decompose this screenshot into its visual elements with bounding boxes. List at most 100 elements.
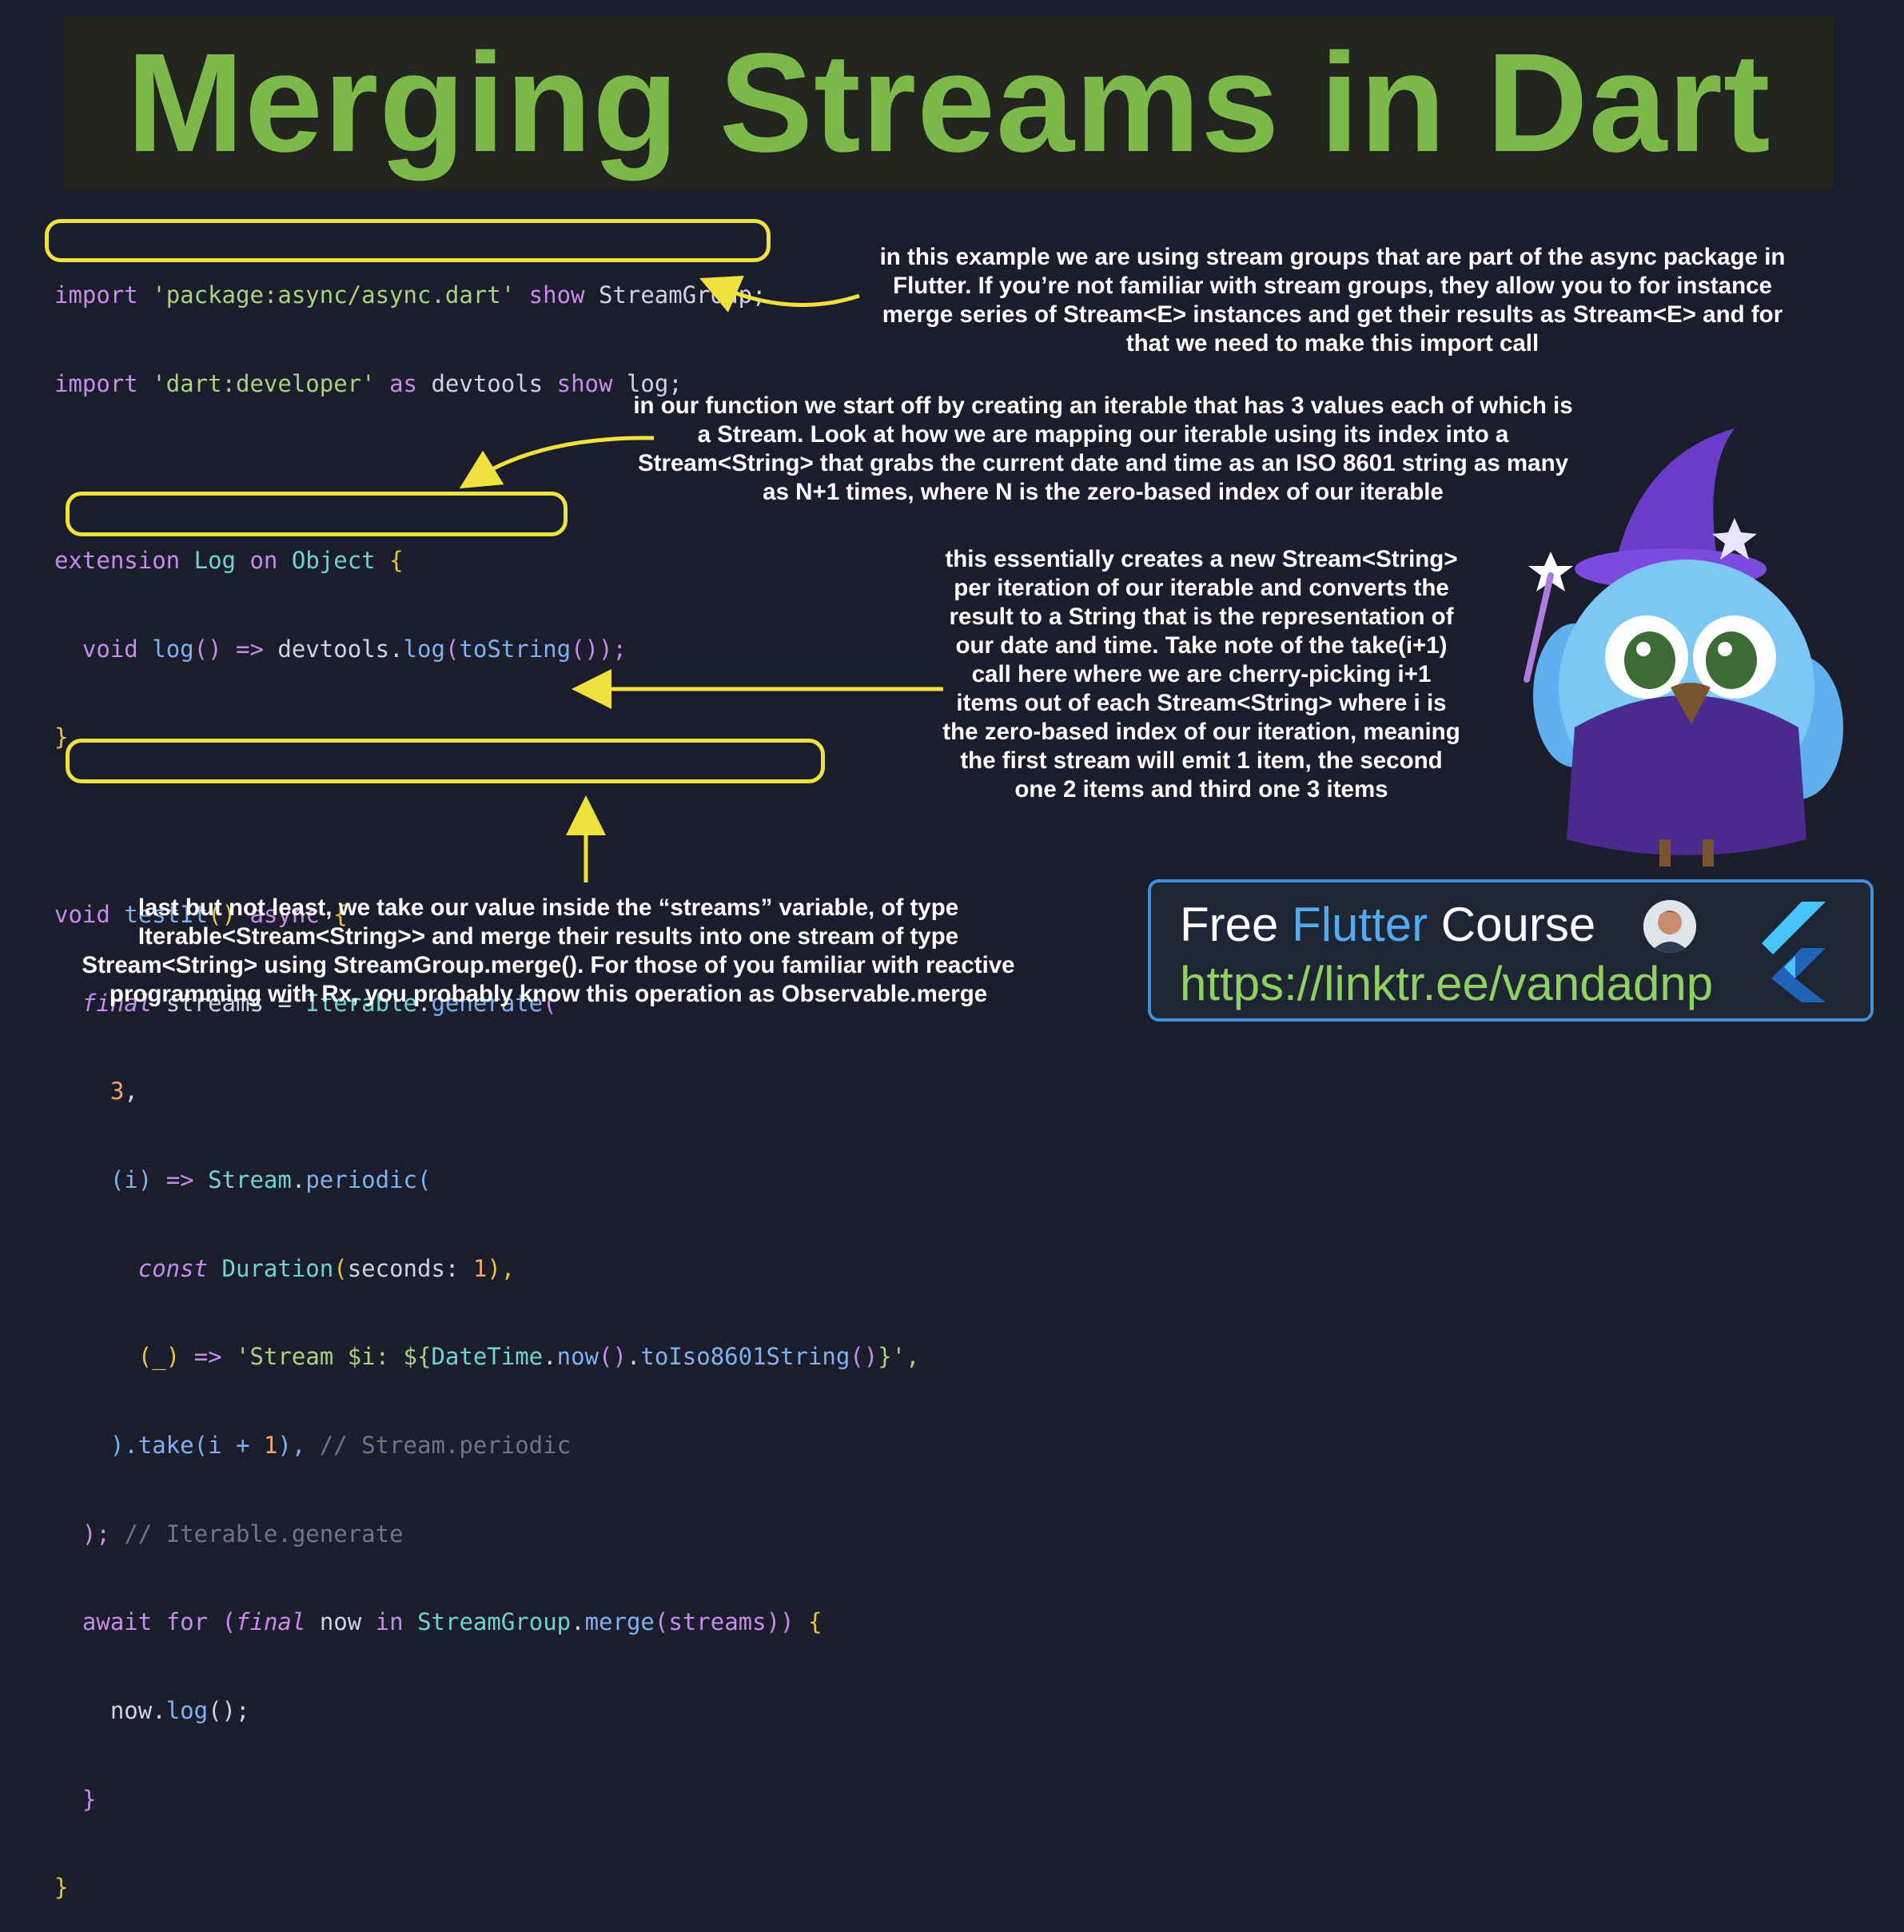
code-token: log — [403, 635, 445, 663]
code-line-18: } — [54, 1783, 920, 1817]
code-token: take — [137, 1431, 194, 1459]
code-token: import — [54, 281, 138, 309]
code-token: extension — [54, 547, 181, 575]
code-token: ()); — [571, 635, 627, 663]
course-flutter-text: Flutter — [1292, 898, 1428, 951]
code-token: . — [417, 989, 432, 1017]
code-token: devtools — [431, 369, 544, 397]
code-token: (); — [208, 1697, 250, 1724]
course-promo-box[interactable]: Free Flutter Course https://linktr.ee/va… — [1148, 879, 1874, 1022]
code-line-5: void log() => devtools.log(toString()); — [54, 632, 920, 667]
code-line-2: import 'dart:developer' as devtools show… — [54, 367, 920, 401]
hat-star-icon — [1712, 518, 1757, 560]
title-banner: Merging Streams in Dart — [64, 16, 1834, 190]
code-line-19: } — [54, 1870, 920, 1905]
iterable-highlight-box — [66, 492, 568, 536]
merge-highlight-box — [66, 739, 825, 783]
code-token: { — [333, 900, 348, 928]
code-token: . — [626, 1343, 641, 1371]
code-token: Iterable — [305, 989, 417, 1017]
code-token: testIt — [124, 900, 209, 928]
code-token: ); — [82, 1520, 110, 1548]
code-token: , — [124, 1078, 138, 1105]
code-token: . — [291, 1165, 306, 1193]
code-line-9: final streams = Iterable.generate( — [54, 986, 920, 1021]
code-token: final — [236, 1608, 306, 1636]
code-token: for — [165, 1608, 209, 1636]
course-link[interactable]: https://linktr.ee/vandadnp — [1180, 957, 1714, 1010]
import-note: in this example we are using stream grou… — [879, 244, 1786, 357]
code-token: ), — [277, 1431, 306, 1459]
course-free-text: Free — [1180, 898, 1279, 951]
code-line-8: void testIt() async { — [54, 898, 920, 932]
code-token: log — [152, 635, 194, 663]
code-token: show — [528, 281, 585, 309]
code-token: Object — [291, 547, 376, 575]
code-token: 'package:async/async.dart' — [152, 281, 516, 309]
code-token: on — [249, 547, 278, 575]
code-comment: // Stream.periodic — [319, 1431, 572, 1459]
code-token: 1 — [263, 1431, 278, 1459]
code-token: ( — [221, 1608, 237, 1636]
code-line-4: extension Log on Object { — [54, 544, 920, 578]
code-token: 1 — [472, 1254, 488, 1282]
code-line-16: await for (final now in StreamGroup.merg… — [54, 1605, 920, 1639]
code-token: () — [208, 900, 236, 928]
code-token: Log — [193, 547, 236, 575]
code-line-17: now.log(); — [54, 1694, 920, 1728]
code-token: now — [556, 1343, 599, 1371]
code-token: { — [389, 547, 404, 575]
code-token: generate — [431, 989, 544, 1017]
code-token: now — [319, 1608, 362, 1636]
code-token: (_) — [137, 1343, 181, 1371]
code-token: log — [165, 1697, 209, 1724]
code-token: async — [249, 900, 320, 928]
merge-note: last but not least, we take our value in… — [82, 894, 1015, 1007]
course-title: Free Flutter Course — [1180, 897, 1595, 952]
code-token: void — [82, 635, 138, 663]
code-token: const — [137, 1254, 209, 1282]
author-avatar — [1643, 900, 1696, 953]
code-token: import — [54, 369, 138, 397]
code-token: ), — [487, 1254, 516, 1282]
function-note: in our function we start off by creating… — [633, 392, 1573, 505]
code-line-15: ); // Iterable.generate — [54, 1517, 920, 1552]
code-token: (i + — [193, 1431, 264, 1459]
course-course-text: Course — [1440, 898, 1596, 951]
code-token: streams = — [165, 989, 292, 1017]
code-token: devtools. — [277, 635, 404, 663]
code-token: } — [82, 1785, 97, 1813]
code-token: ( — [543, 989, 557, 1017]
code-token: ( — [444, 635, 460, 663]
code-token: { — [807, 1608, 823, 1636]
code-token: } — [54, 1874, 69, 1902]
code-token: DateTime — [431, 1343, 544, 1371]
wizard-owl-mascot — [1524, 428, 1843, 866]
code-token: seconds: — [347, 1254, 460, 1282]
code-line-13: (_) => 'Stream $i: ${DateTime.now().toIs… — [54, 1340, 920, 1374]
import-highlight-box — [45, 219, 771, 262]
code-token: ). — [110, 1431, 138, 1459]
code-token: Stream — [208, 1165, 292, 1193]
function-arrow — [459, 436, 655, 489]
take-note: this essentially creates a new Stream<St… — [942, 546, 1460, 803]
code-token: (streams)) — [654, 1608, 795, 1636]
code-token: (i) — [110, 1165, 153, 1193]
code-token: Duration — [221, 1254, 334, 1282]
code-token: void — [54, 900, 110, 928]
code-line-14: ).take(i + 1), // Stream.periodic — [54, 1428, 920, 1463]
code-token: final — [82, 989, 153, 1017]
wand-star-icon — [1528, 552, 1573, 592]
code-token: StreamGroup — [417, 1608, 572, 1636]
code-line-6: } — [54, 720, 920, 755]
code-token: 'Stream $i: ${ — [236, 1343, 432, 1371]
code-token: await — [82, 1608, 153, 1636]
code-token: () — [850, 1343, 878, 1371]
code-token: in — [375, 1608, 404, 1636]
code-token: } — [54, 723, 69, 751]
code-token: 3 — [110, 1078, 125, 1105]
code-token: toIso8601String — [640, 1343, 850, 1371]
code-token: show — [556, 369, 613, 397]
code-token: toString — [459, 635, 572, 663]
code-token: ( — [333, 1254, 348, 1282]
